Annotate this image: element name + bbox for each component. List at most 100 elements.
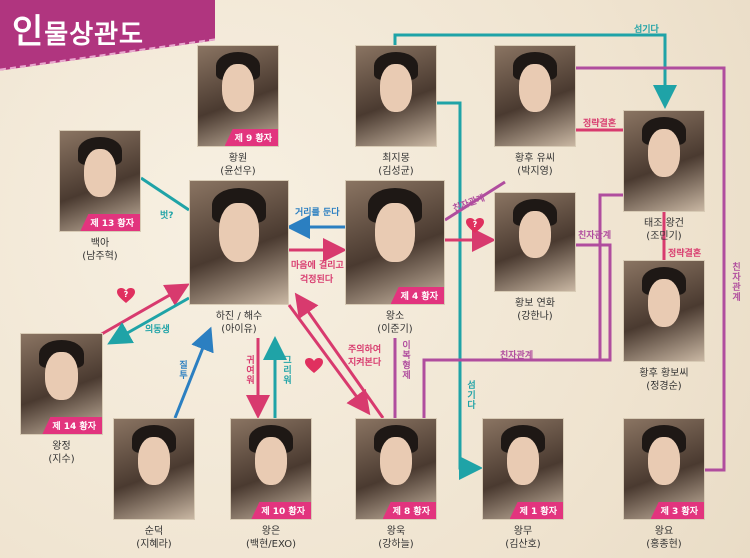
label-worry2: 걱정된다 xyxy=(300,275,334,285)
rank-badge: 제 4 황자 xyxy=(390,287,444,304)
character-photo: 제 4 황자 xyxy=(345,180,445,305)
character-name: 황후 유씨 xyxy=(515,153,555,164)
face-shape xyxy=(519,64,551,112)
character-photo xyxy=(494,45,576,147)
label-political1: 정략결혼 xyxy=(583,119,617,129)
label-political2: 정략결혼 xyxy=(668,249,702,259)
character-name: 왕소 xyxy=(385,311,405,322)
character-actor: (남주혁) xyxy=(82,251,118,262)
character-name: 최지몽 xyxy=(382,153,410,164)
character-photo xyxy=(189,180,289,305)
face-shape xyxy=(648,129,680,177)
character-actor: (홍종현) xyxy=(646,539,682,550)
face-shape xyxy=(45,352,78,400)
character-card-wang-eun: 제 10 황자 왕은 (백현/EXO) xyxy=(230,418,312,550)
face-shape xyxy=(255,437,287,485)
character-photo: 제 14 황자 xyxy=(20,333,103,435)
character-photo: 제 13 황자 xyxy=(59,130,141,232)
face-shape xyxy=(648,279,680,327)
character-card-choi-ji-mong: 최지몽 (김성균) xyxy=(355,45,437,177)
character-card-yeon-hwa: 황보 연화 (강한나) xyxy=(494,192,576,322)
line-choi-serve-mu xyxy=(437,101,483,480)
character-card-wang-mu: 제 1 황자 왕무 (김산호) xyxy=(482,418,564,550)
line-soo-wook xyxy=(287,304,371,416)
face-shape xyxy=(519,210,551,258)
label-serve-mid: 섬기다 xyxy=(465,380,475,410)
character-photo xyxy=(355,45,437,147)
rank-badge: 제 13 황자 xyxy=(80,214,140,231)
character-photo: 제 9 황자 xyxy=(197,45,279,147)
character-actor: (박지영) xyxy=(517,166,553,177)
character-photo: 제 3 황자 xyxy=(623,418,705,520)
face-shape xyxy=(375,203,415,263)
rank-badge: 제 8 황자 xyxy=(382,502,436,519)
label-parent2: 친자관계 xyxy=(578,231,612,241)
heart-question-mark: ? xyxy=(123,290,129,299)
rank-badge: 제 9 황자 xyxy=(224,129,278,146)
character-card-wang-won: 제 9 황자 황원 (윤선우) xyxy=(197,45,279,177)
character-actor: (김산호) xyxy=(505,539,541,550)
character-name: 왕정 xyxy=(52,441,71,452)
character-card-wang-yo: 제 3 황자 왕요 (홍종현) xyxy=(623,418,705,550)
face-shape xyxy=(219,203,259,263)
line-friend xyxy=(140,176,190,212)
character-name: 왕욱 xyxy=(386,526,406,537)
line-soo-to-jung xyxy=(107,296,190,345)
title-first-char: 인 xyxy=(12,12,45,52)
rank-badge: 제 3 황자 xyxy=(650,502,704,519)
label-cute: 귀여워 xyxy=(244,355,254,385)
character-actor: (지수) xyxy=(48,454,75,465)
line-jealous xyxy=(173,326,214,419)
character-name: 왕요 xyxy=(654,526,674,537)
character-actor: (윤선우) xyxy=(220,166,256,177)
character-card-baek-ah: 제 13 황자 백아 (남주혁) xyxy=(59,130,141,262)
character-name: 황원 xyxy=(228,153,248,164)
label-parent3: 친자관계 xyxy=(500,351,534,361)
character-photo: 제 1 황자 xyxy=(482,418,564,520)
label-worry1: 마음에 걸리고 xyxy=(291,261,344,271)
rank-badge: 제 14 황자 xyxy=(42,417,102,434)
rank-badge: 제 1 황자 xyxy=(509,502,563,519)
label-watch1: 주의하여 xyxy=(348,345,382,355)
page-title: 인물상관도 xyxy=(12,4,144,53)
character-actor: (정경순) xyxy=(646,381,682,392)
label-jealous: 질투 xyxy=(177,360,187,380)
character-actor: (강하늘) xyxy=(378,539,414,550)
label-friend: 벗? xyxy=(160,211,174,221)
heart-question-icon: ? xyxy=(466,218,484,234)
character-name: 순덕 xyxy=(144,526,164,537)
face-shape xyxy=(380,437,412,485)
character-card-wang-wook: 제 8 황자 왕욱 (강하늘) xyxy=(355,418,437,550)
heart-icon xyxy=(305,358,323,374)
line-taejo-parent xyxy=(598,193,623,360)
face-shape xyxy=(380,64,412,112)
character-card-empress-hwangbo: 황후 황보씨 (정경순) xyxy=(623,260,705,392)
line-parent-yoo xyxy=(444,180,506,222)
character-photo xyxy=(623,110,705,212)
character-card-wang-so: 제 4 황자 왕소 (이준기) xyxy=(345,180,445,335)
character-actor: (아이유) xyxy=(221,324,257,335)
heart-question-mark: ? xyxy=(472,220,478,229)
character-actor: (지혜라) xyxy=(136,539,172,550)
character-photo xyxy=(623,260,705,362)
character-actor: (백현/EXO) xyxy=(246,539,296,550)
character-photo: 제 8 황자 xyxy=(355,418,437,520)
character-card-hae-soo: 하진 / 해수 (아이유) xyxy=(189,180,289,335)
character-card-taejo: 태조 왕건 (조민기) xyxy=(623,110,705,242)
character-actor: (이준기) xyxy=(377,324,413,335)
label-serve-top: 섬기다 xyxy=(634,25,659,35)
character-photo xyxy=(113,418,195,520)
face-shape xyxy=(507,437,539,485)
character-name: 황보 연화 xyxy=(515,298,555,309)
character-actor: (조민기) xyxy=(646,231,682,242)
character-actor: (김성균) xyxy=(378,166,414,177)
face-shape xyxy=(84,149,116,197)
face-shape xyxy=(138,437,170,485)
character-card-soon-deok: 순덕 (지혜라) xyxy=(113,418,195,550)
character-photo xyxy=(494,192,576,292)
character-name: 백아 xyxy=(90,238,110,249)
character-name: 태조 왕건 xyxy=(644,218,684,229)
character-card-empress-yoo: 황후 유씨 (박지영) xyxy=(494,45,576,177)
character-photo: 제 10 황자 xyxy=(230,418,312,520)
